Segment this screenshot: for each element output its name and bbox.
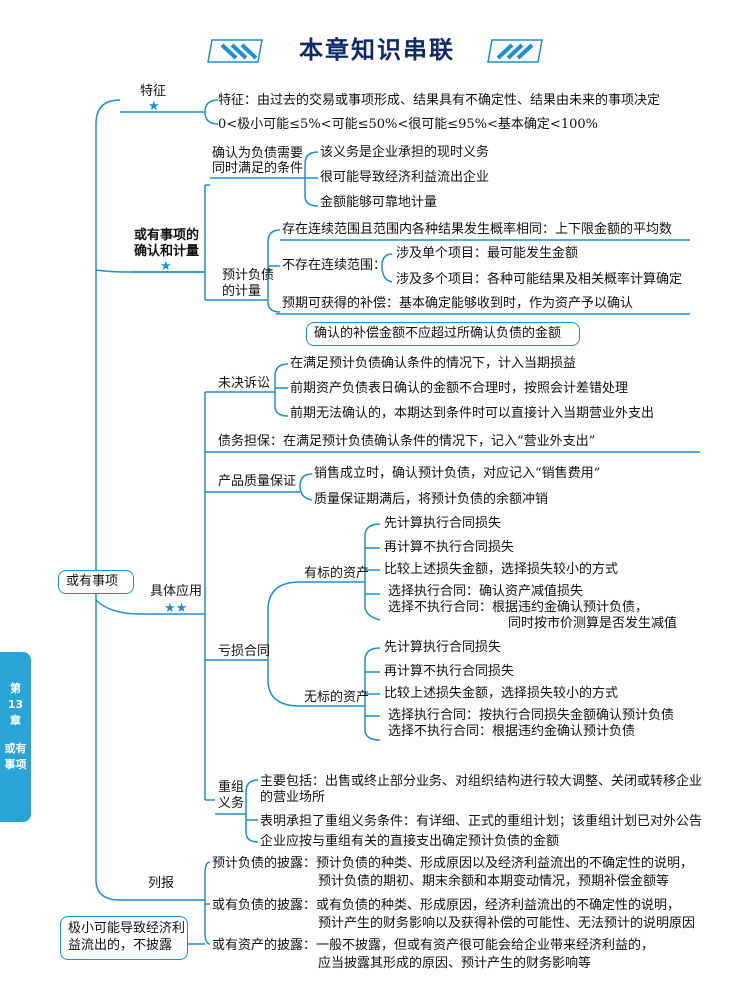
without-asset-step-2: 再计算不执行合同损失 (384, 664, 515, 679)
disclosure-contingent-liability-line2: 预计产生的财务影响以及获得补偿的可能性、无法预计的说明原因 (318, 916, 696, 931)
root-node-box (58, 570, 134, 594)
application-stars-icon: ★★ (164, 601, 188, 616)
restructuring-label-line1: 重组 (218, 780, 245, 795)
measure-label-line2: 的计量 (222, 284, 262, 299)
page-title: 本章知识串联 (299, 36, 455, 64)
restructuring-label-line2: 义务 (218, 796, 245, 811)
with-asset-nonexec-line1: 选择不执行合同：根据违约金确认预计负债， (388, 600, 649, 615)
without-asset-nonexec: 选择不执行合同：根据违约金确认预计负债 (388, 724, 636, 739)
features-label: 特征 (140, 84, 167, 99)
with-asset-label: 有标的资产 (304, 566, 370, 581)
onerous-label: 亏损合同 (218, 644, 271, 659)
chapter-tab-line1: 第 (10, 682, 21, 695)
chapter-tab-line2: 13 (7, 698, 24, 711)
chapter-tab[interactable]: 第 13 章 或有 事项 (0, 652, 31, 822)
recognition-label-line2: 确认和计量 (134, 244, 200, 259)
chapter-tab-line3: 章 (10, 714, 21, 727)
warranty-item-1: 销售成立时，确认预计负债，对应记入“销售费用” (314, 466, 601, 481)
measure-label-line1: 预计负债 (222, 268, 275, 283)
root-node-label: 或有事项 (66, 574, 119, 589)
litigation-label: 未决诉讼 (218, 376, 271, 391)
restructuring-condition: 表明承担了重组义务条件：有详细、正式的重组计划；该重组计划已对外公告 (260, 814, 703, 829)
recognition-star-icon: ★ (160, 259, 172, 274)
measure-continuous: 存在连续范围且范围内各种结果发生概率相同：上下限金额的平均数 (282, 222, 673, 237)
with-asset-exec: 选择执行合同：确认资产减值损失 (388, 584, 584, 599)
features-line1: 特征：由过去的交易或事项形成、结果具有不确定性、结果由未来的事项决定 (218, 93, 661, 108)
guarantee-text: 债务担保：在满足预计负债确认条件的情况下，记入“营业外支出” (218, 434, 596, 449)
measure-multiple-items: 涉及多个项目：各种可能结果及相关概率计算确定 (396, 272, 683, 287)
restructuring-expense: 企业应按与重组有关的直接支出确定预计负债的金额 (260, 834, 560, 849)
disclosure-note-line1: 极小可能导致经济利 (68, 921, 186, 936)
condition-item-3: 金额能够可靠地计量 (320, 195, 438, 210)
disclosure-liability-line2: 预计负债的期初、期末余额和本期变动情况，预期补偿金额等 (318, 874, 670, 889)
measure-single-item: 涉及单个项目：最可能发生金额 (396, 246, 579, 261)
compensation-note: 确认的补偿金额不应超过所确认负债的金额 (314, 326, 562, 341)
restructuring-main-line1: 主要包括：出售或终止部分业务、对组织结构进行较大调整、关闭或转移企业 (260, 774, 703, 789)
with-asset-step-2: 再计算不执行合同损失 (384, 540, 515, 555)
conditions-label-line2: 同时满足的条件 (212, 161, 304, 176)
disclosure-contingent-asset-line2: 应当披露其形成的原因、预计产生的财务影响等 (318, 956, 592, 971)
litigation-item-2: 前期资产负债表日确认的金额不合理时，按照会计差错处理 (290, 381, 629, 396)
conditions-label-line1: 确认为负债需要 (212, 146, 304, 161)
with-asset-nonexec-line2: 同时按市价测算是否发生减值 (508, 616, 678, 631)
without-asset-label: 无标的资产 (304, 690, 370, 705)
disclosure-contingent-asset-line1: 或有资产的披露：一般不披露，但或有资产很可能会给企业带来经济利益的， (212, 938, 655, 953)
with-asset-step-1: 先计算执行合同损失 (384, 516, 502, 531)
features-star-icon: ★ (148, 99, 160, 114)
without-asset-step-3: 比较上述损失金额，选择损失较小的方式 (384, 686, 619, 701)
application-label: 具体应用 (150, 584, 203, 599)
chapter-tab-line5: 事项 (4, 758, 27, 771)
litigation-item-1: 在满足预计负债确认条件的情况下，计入当期损益 (290, 356, 577, 371)
without-asset-step-1: 先计算执行合同损失 (384, 640, 502, 655)
chapter-tab-line4: 或有 (4, 742, 27, 755)
warranty-item-2: 质量保证期满后，将预计负债的余额冲销 (314, 492, 549, 507)
measure-noncontinuous-label: 不存在连续范围： (282, 258, 387, 273)
condition-item-1: 该义务是企业承担的现时义务 (320, 145, 490, 160)
measure-compensation: 预期可获得的补偿：基本确定能够收到时，作为资产予以确认 (282, 296, 634, 311)
disclosure-contingent-liability-line1: 或有负债的披露：或有负债的种类、形成原因，经济利益流出的不确定性的说明， (212, 898, 681, 913)
warranty-label: 产品质量保证 (218, 474, 297, 489)
disclosure-liability-line1: 预计负债的披露：预计负债的种类、形成原因以及经济利益流出的不确定性的说明， (212, 856, 694, 871)
compensation-note-box (306, 322, 580, 346)
recognition-label-line1: 或有事项的 (134, 228, 200, 243)
features-line2: 0<极小可能≤5%<可能≤50%<很可能≤95%<基本确定<100% (218, 117, 598, 132)
disclosure-note-box (60, 916, 188, 960)
with-asset-step-3: 比较上述损失金额，选择损失较小的方式 (384, 562, 619, 577)
condition-item-2: 很可能导致经济利益流出企业 (320, 170, 490, 185)
disclosure-label: 列报 (148, 876, 175, 891)
restructuring-main-line2: 的营业场所 (260, 790, 326, 805)
without-asset-exec: 选择执行合同：按执行合同损失金额确认预计负债 (388, 708, 675, 723)
litigation-item-3: 前期无法确认的，本期达到条件时可以直接计入当期营业外支出 (290, 406, 655, 421)
disclosure-note-line2: 益流出的，不披露 (68, 938, 173, 953)
